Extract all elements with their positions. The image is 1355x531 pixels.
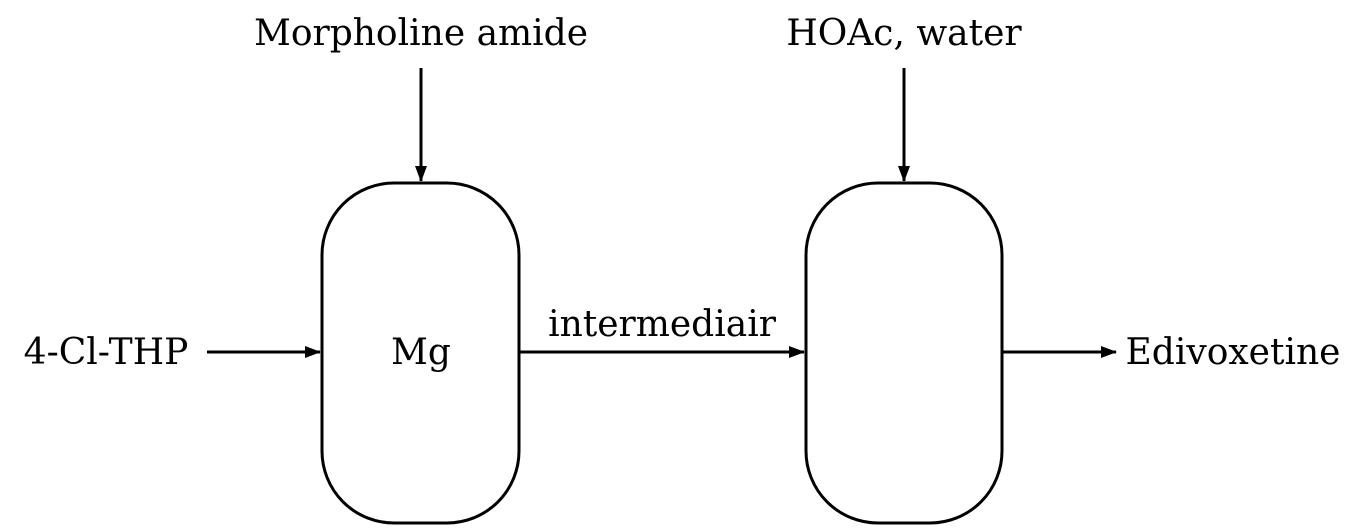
edivoxetine-product-label: Edivoxetine xyxy=(1126,332,1341,373)
morpholine-amide-label: Morpholine amide xyxy=(254,13,588,54)
4-cl-thp-label: 4-Cl-THP xyxy=(24,332,189,373)
intermediate-stream-label: intermediair xyxy=(548,304,777,345)
reactor-2-vessel xyxy=(804,181,1004,525)
reactor-1-content-label: Mg xyxy=(391,332,451,373)
hoac-water-label: HOAc, water xyxy=(786,13,1022,54)
